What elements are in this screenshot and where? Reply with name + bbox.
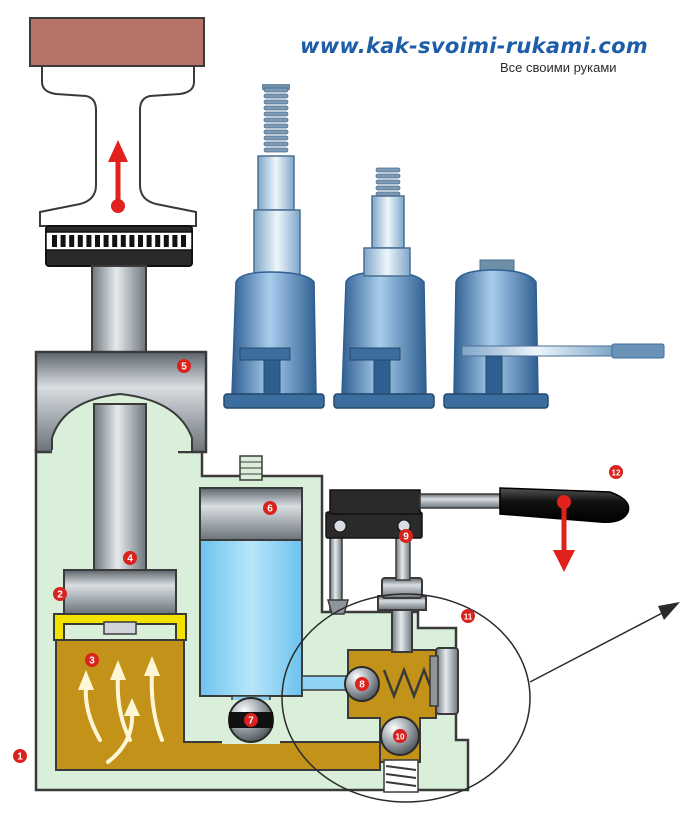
load-block (29, 17, 205, 67)
marker-11: 11 (461, 609, 475, 623)
site-url: www.kak-svoimi-rukami.com (300, 34, 649, 58)
marker-9-label: 9 (403, 532, 409, 543)
up-arrow-icon (108, 140, 128, 213)
marker-2-dot (53, 587, 67, 601)
saddle-head (45, 225, 193, 267)
marker-12-dot (609, 465, 623, 479)
check-valve-spring (382, 666, 436, 700)
marker-7-label: 7 (248, 716, 254, 727)
down-arrow-icon (553, 495, 575, 572)
marker-3: 3 (85, 653, 99, 667)
marker-7-dot (244, 713, 258, 727)
marker-5-dot (177, 359, 191, 373)
piston-seal (53, 613, 187, 641)
detail-ellipse (281, 593, 531, 803)
ram-rod (91, 265, 147, 363)
marker-10-label: 10 (396, 733, 405, 742)
pump-plunger (377, 535, 427, 653)
marker-6: 6 (263, 501, 277, 515)
pump-linkage (325, 511, 423, 615)
marker-5: 5 (177, 359, 191, 373)
piston (63, 569, 177, 615)
lower-spring (383, 759, 419, 793)
marker-9: 9 (399, 529, 413, 543)
bottle-jack-medium (333, 167, 435, 409)
marker-5-label: 5 (181, 362, 187, 373)
marker-8-label: 8 (359, 680, 365, 691)
marker-9-dot (399, 529, 413, 543)
marker-1-dot (13, 749, 27, 763)
valve-plug (429, 647, 459, 715)
marker-11-label: 11 (464, 613, 473, 622)
marker-10-dot (393, 729, 407, 743)
marker-1-label: 1 (17, 752, 23, 763)
zoom-pointer-arrow-icon (529, 602, 680, 683)
marker-12: 12 (609, 465, 623, 479)
marker-6-dot (263, 501, 277, 515)
marker-4: 4 (123, 551, 137, 565)
bottle-jack-tall (223, 84, 325, 409)
marker-6-label: 6 (267, 504, 273, 515)
marker-2-label: 2 (57, 590, 63, 601)
piston-rod-inner (93, 403, 147, 573)
marker-7: 7 (244, 713, 258, 727)
marker-11-dot (461, 609, 475, 623)
marker-8: 8 (355, 677, 369, 691)
flow-arrowheads (78, 656, 160, 716)
reservoir (199, 487, 303, 697)
suction-channel (301, 675, 349, 691)
marker-4-label: 4 (127, 554, 133, 565)
marker-2: 2 (53, 587, 67, 601)
marker-4-dot (123, 551, 137, 565)
flow-arrows (83, 670, 164, 764)
filler-screw (239, 455, 263, 481)
bottle-jack-short (443, 259, 665, 409)
site-tagline: Все своими руками (500, 60, 617, 75)
marker-1: 1 (13, 749, 27, 763)
marker-12-label: 12 (612, 469, 621, 478)
marker-10: 10 (393, 729, 407, 743)
marker-8-dot (355, 677, 369, 691)
marker-3-label: 3 (89, 656, 95, 667)
marker-3-dot (85, 653, 99, 667)
